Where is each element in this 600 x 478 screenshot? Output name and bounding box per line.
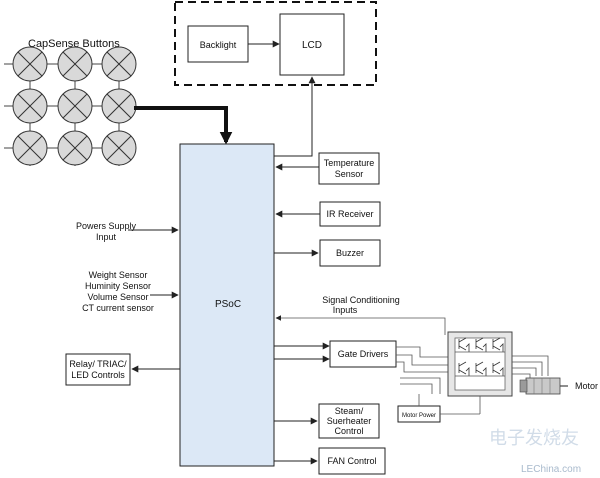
motor-label: Motor: [575, 381, 598, 391]
motor-icon: [519, 377, 568, 395]
capsense-button: [12, 88, 48, 124]
buzzer-label: Buzzer: [336, 248, 364, 258]
fan-control-label: FAN Control: [327, 456, 376, 466]
temperature-sensor-block: [318, 152, 380, 185]
igbt-switch: [475, 337, 487, 352]
signal-conditioning-arrow: [275, 315, 446, 335]
backlight-label: Backlight: [200, 40, 237, 50]
steam-control-block: [318, 403, 380, 439]
backlight-block: [187, 25, 249, 63]
gate-drivers-label: Gate Drivers: [338, 349, 389, 359]
gate-to-inverter-line-3: [396, 361, 452, 373]
relay-block: [65, 353, 131, 386]
capsense-button: [57, 88, 93, 124]
sensor-label-ct: CT current sensor: [82, 303, 154, 313]
ir-receiver-block: [319, 201, 381, 227]
capsense-button: [57, 46, 93, 82]
capsense-button: [101, 46, 137, 82]
igbt-switch: [458, 337, 470, 352]
relay-label-2: LED Controls: [71, 370, 125, 380]
power-supply-label-2: Input: [96, 232, 117, 242]
inverter-switches: [458, 337, 504, 376]
capsense-button: [57, 130, 93, 166]
capsense-button-grid: [4, 46, 137, 166]
psoc-to-lcd-arrow: [274, 76, 316, 157]
motor-wire-2: [512, 361, 543, 376]
lcd-block: [279, 13, 345, 76]
display-dashed-group: [174, 1, 377, 86]
steam-label-3: Control: [334, 426, 363, 436]
watermark-logo: 电子发烧友 LEChina.com: [489, 428, 581, 475]
relay-label-1: Relay/ TRIAC/: [69, 359, 127, 369]
ir-receiver-label: IR Receiver: [326, 209, 373, 219]
temperature-sensor-label-1: Temperature: [324, 158, 375, 168]
igbt-switch: [492, 337, 504, 352]
igbt-switch: [492, 361, 504, 376]
motor-power-line-2: [400, 383, 433, 394]
capsense-button: [12, 46, 48, 82]
motor-wire-4: [512, 373, 531, 378]
steam-label-2: Suerheater: [327, 416, 372, 426]
capsense-button: [101, 88, 137, 124]
psoc-block: [179, 143, 275, 467]
power-supply-label-1: Powers Supply: [76, 221, 137, 231]
buzzer-block: [319, 239, 381, 267]
signal-conditioning-label-2: Inputs: [333, 305, 358, 315]
fan-control-block: [318, 447, 386, 475]
motor-wire-1: [512, 355, 549, 376]
steam-label-1: Steam/: [335, 406, 364, 416]
capsense-button: [12, 130, 48, 166]
sensor-label-volume: Volume Sensor: [87, 292, 148, 302]
temperature-sensor-label-2: Sensor: [335, 169, 364, 179]
motor-power-line-1: [400, 377, 441, 394]
capsense-button: [101, 130, 137, 166]
gate-to-inverter-line-2: [396, 354, 452, 366]
motor-wire-3: [512, 367, 537, 376]
watermark-chinese: 电子发烧友: [489, 428, 579, 448]
lcd-label: LCD: [302, 40, 322, 51]
gate-to-inverter-line-1: [396, 346, 452, 358]
igbt-switch: [458, 361, 470, 376]
capsense-bus-arrow: [134, 106, 233, 145]
capsense-title: CapSense Buttons: [28, 38, 120, 50]
signal-conditioning-label-1: Signal Conditioning: [322, 295, 400, 305]
sensor-label-humidity: Huminity Sensor: [85, 281, 151, 291]
igbt-switch: [475, 361, 487, 376]
gate-drivers-block: [329, 340, 397, 368]
sensor-label-weight: Weight Sensor: [89, 270, 148, 280]
motor-power-label: Motor Power: [402, 413, 436, 419]
psoc-label: PSoC: [215, 299, 241, 310]
watermark-site: LEChina.com: [521, 464, 581, 475]
